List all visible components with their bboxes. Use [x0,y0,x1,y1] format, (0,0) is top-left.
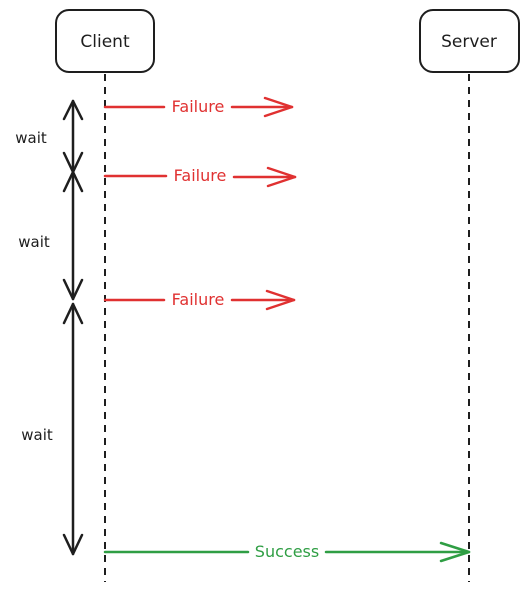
wait-interval-1 [62,99,84,174]
client-actor: Client [55,9,155,73]
message-label: Failure [174,166,227,185]
message-label: Failure [172,97,225,116]
wait-label-3: wait [21,426,53,444]
message-failure-1: Failure [103,96,294,118]
server-actor: Server [419,9,520,73]
wait-label-1: wait [15,129,47,147]
message-label: Failure [172,290,225,309]
server-actor-box [419,9,520,73]
wait-label-2: wait [18,233,50,251]
client-actor-label: Client [80,32,130,52]
message-success: Success [103,541,471,563]
message-label: Success [255,542,319,561]
wait-arrowhead-up [62,99,84,121]
message-failure-2: Failure [103,166,297,188]
server-actor-label: Server [441,32,497,52]
message-arrowhead [266,166,297,188]
message-failure-3: Failure [103,289,296,311]
wait-arrowhead-down [62,533,84,556]
wait-arrowhead-down [62,278,84,301]
wait-interval-3 [62,302,84,556]
message-arrowhead [439,541,471,563]
wait-interval-2 [62,170,84,301]
message-arrowhead [265,289,296,311]
wait-arrowhead-up [62,170,84,193]
client-actor-box [55,9,155,73]
message-arrowhead [263,96,294,118]
wait-arrowhead-up [62,302,84,325]
